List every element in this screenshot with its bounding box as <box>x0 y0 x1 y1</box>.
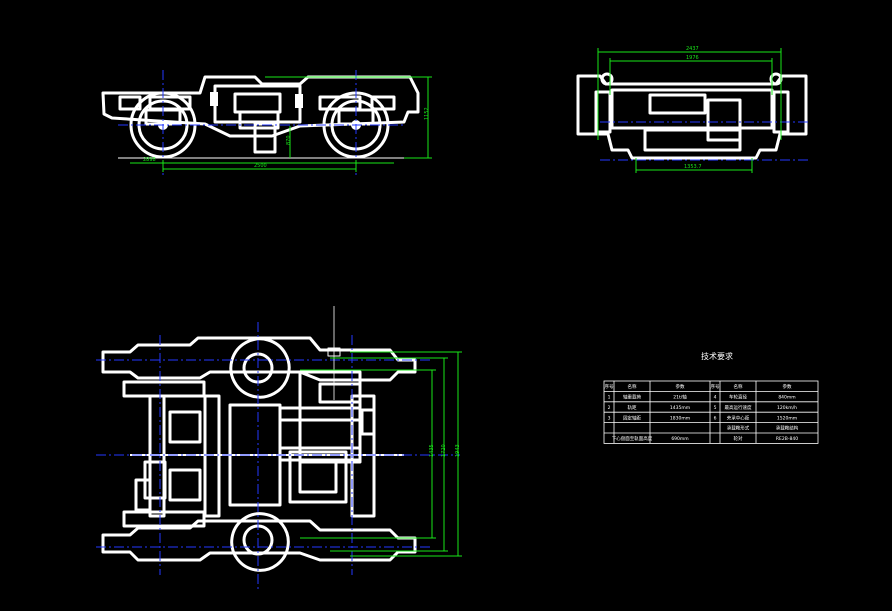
tech-table-cell: 固定轴距 <box>623 414 641 421</box>
tech-table-header: 序号 <box>711 383 720 390</box>
tech-table-header: 参数 <box>676 383 685 390</box>
tech-table-header: 名称 <box>628 383 637 390</box>
tech-table-cell: 车轮直径 <box>729 393 747 400</box>
tech-table-header: 参数 <box>783 383 792 390</box>
tech-table-cell: 4 <box>714 394 717 400</box>
tech-table-header: 名称 <box>734 383 743 390</box>
tech-table-cell: 2 <box>608 405 611 411</box>
plan-view: 1435 1720 1943 <box>96 306 462 590</box>
tech-table-cell: 轨距 <box>628 404 637 411</box>
dim-end-bottom: 1353.7 <box>684 164 702 170</box>
front-view: 2500 2898 1152 870 <box>101 70 432 175</box>
tech-table: 序号 名称 参数 序号 名称 参数 1 轴重载荷 21t/轴 4 车轮直径 840mm 2 轨距 1435m… <box>603 380 819 444</box>
tech-table-cell: 承载鞍结构 <box>776 425 799 432</box>
dim-wheelbase: 2500 <box>254 163 267 169</box>
tech-table-cell: 5 <box>714 405 717 411</box>
tech-table-cell: 1830mm <box>670 415 690 421</box>
tech-table-cell: 21t/轴 <box>673 393 687 400</box>
dim-height-small: 870 <box>286 135 292 145</box>
dim-plan-v3: 1943 <box>455 444 461 457</box>
tech-table-cell: 最高运行速度 <box>725 404 752 411</box>
dim-plan-v1: 1435 <box>429 444 435 457</box>
tech-table-cell: RE2B-840 <box>776 436 798 442</box>
tech-table-cell: 840mm <box>778 394 795 400</box>
tech-table-cell: 1520mm <box>777 415 797 421</box>
tech-table-cell: 轮对 <box>734 435 743 442</box>
tech-table-title: 技术要求 <box>701 351 733 361</box>
dim-overall-length: 2898 <box>143 157 156 163</box>
dim-end-top-inner: 1976 <box>686 55 699 61</box>
technical-requirements: 技术要求 序号 名称 参数 序号 名称 参数 1 轴重载荷 21t/轴 4 车轮直径 840mm 2 轨距… <box>603 351 819 444</box>
dim-height-side: 1152 <box>424 107 430 120</box>
tech-table-cell: 6 <box>714 415 717 421</box>
dim-end-top-outer: 2437 <box>686 46 699 52</box>
dim-plan-v2: 1720 <box>441 444 447 457</box>
tech-table-cell: 下心盘面至轨面高度 <box>612 435 653 442</box>
tech-table-cell: 3 <box>608 415 611 421</box>
tech-table-cell: 1 <box>608 394 611 400</box>
tech-table-cell: 120km/h <box>777 405 797 411</box>
tech-table-cell: 690mm <box>671 436 688 442</box>
tech-table-header: 序号 <box>605 383 614 390</box>
tech-table-cell: 旁承中心距 <box>727 414 750 421</box>
end-view: 2437 1976 1353.7 <box>576 46 808 173</box>
tech-table-cell: 轴重载荷 <box>623 393 641 400</box>
tech-table-cell: 承载鞍形式 <box>727 425 750 432</box>
tech-table-cell: 1435mm <box>670 405 690 411</box>
